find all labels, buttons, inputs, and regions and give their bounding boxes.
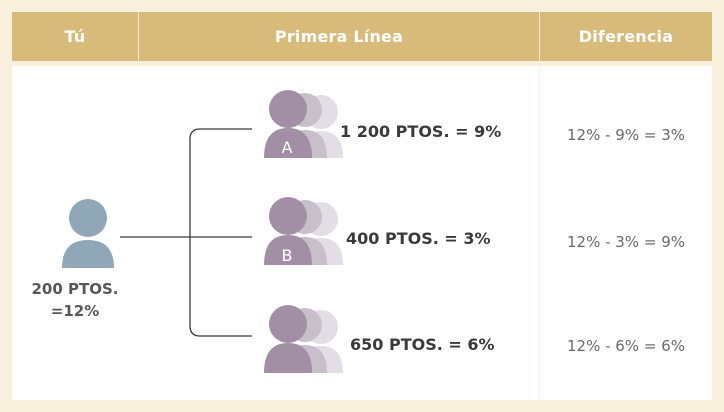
header-tu: Tú — [12, 12, 138, 61]
line-b-label: 400 PTOS. = 3% — [346, 229, 491, 248]
diff-a: 12% - 9% = 3% — [567, 126, 685, 144]
you-points: 200 PTOS. — [31, 280, 119, 298]
difference-panel — [540, 66, 712, 400]
connector-trunk — [189, 128, 252, 337]
diff-b: 12% - 3% = 9% — [567, 233, 685, 251]
header-diferencia-label: Diferencia — [578, 27, 674, 46]
people-group-icon: B — [264, 197, 343, 265]
person-icon — [62, 199, 114, 268]
header-primera-linea: Primera Línea — [139, 12, 539, 61]
people-group-icon: A — [264, 90, 343, 158]
you-percent: =12% — [50, 302, 100, 320]
header-primera-linea-label: Primera Línea — [274, 27, 404, 46]
line-a-label: 1 200 PTOS. = 9% — [340, 122, 502, 141]
header-diferencia: Diferencia — [540, 12, 712, 61]
group-letter-b: B — [282, 246, 293, 265]
diff-c: 12% - 6% = 6% — [567, 337, 685, 355]
line-c-label: 650 PTOS. = 6% — [350, 335, 495, 354]
header-tu-label: Tú — [64, 27, 86, 46]
people-group-icon — [264, 305, 343, 373]
group-letter-a: A — [282, 138, 293, 157]
connector-lines — [120, 128, 252, 337]
